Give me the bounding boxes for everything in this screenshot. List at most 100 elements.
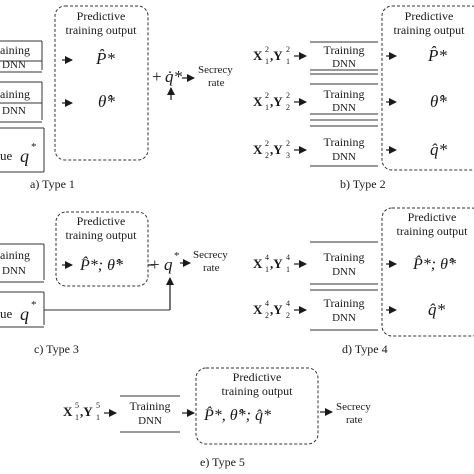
type1-predictive-box: [54, 5, 149, 161]
svg-text:,Y: ,Y: [80, 404, 93, 419]
type1-panel: Predictive training output aining DNN ai…: [0, 5, 233, 191]
type2-output-q: q̂*: [430, 140, 448, 159]
type2-predictive-subtitle: training output: [394, 23, 466, 37]
svg-text:2: 2: [265, 139, 269, 148]
type3-q-star: q: [20, 304, 29, 324]
type3-predictive-title: Predictive: [77, 214, 126, 228]
type1-output-p: P̂*: [95, 49, 115, 68]
type5-secrecy-label: Secrecy: [336, 401, 371, 413]
type1-caption: a) Type 1: [30, 177, 75, 191]
svg-text:X: X: [253, 94, 263, 109]
type5-caption: e) Type 5: [200, 455, 245, 469]
type5-predictive-title: Predictive: [233, 370, 282, 384]
type1-q-hat-star: q̇*: [165, 67, 183, 86]
type3-training-label: aining: [0, 248, 30, 262]
svg-text:X: X: [253, 142, 263, 157]
type2-dnn2-label: DNN: [332, 102, 356, 114]
type4-predictive-box: [381, 207, 474, 337]
svg-text:1: 1: [265, 103, 269, 112]
type5-panel: Predictive training output X 5 1 ,Y 5 1 …: [63, 367, 371, 469]
type4-input-1: X 4 1 ,Y 4 1: [253, 253, 290, 274]
type3-plus: +: [150, 255, 160, 274]
type5-input: X 5 1 ,Y 5 1: [63, 401, 100, 422]
type5-rate-label: rate: [346, 414, 363, 426]
type2-output-p: P̂*: [427, 46, 447, 65]
svg-text:X: X: [253, 48, 263, 63]
svg-text:2: 2: [265, 311, 269, 320]
type4-input-2: X 4 2 ,Y 4 2: [253, 299, 290, 320]
type1-q-star: q: [20, 146, 29, 166]
type1-predictive-title: Predictive: [77, 9, 126, 23]
type4-training2-label: Training: [324, 296, 365, 310]
svg-text:2: 2: [286, 45, 290, 54]
svg-text:1: 1: [265, 265, 269, 274]
svg-text:2: 2: [286, 103, 290, 112]
svg-text:,Y: ,Y: [270, 142, 283, 157]
svg-text:4: 4: [265, 299, 269, 308]
svg-text:2: 2: [286, 139, 290, 148]
type4-dnn1-label: DNN: [332, 266, 356, 278]
svg-text:1: 1: [75, 413, 79, 422]
type5-output: P̂*, θ̂*; q̂*: [203, 405, 271, 424]
type3-rate-label: rate: [203, 262, 220, 274]
type2-panel: Predictive training output X 2 1 ,Y 2 1 …: [253, 5, 474, 191]
type4-output-q: q̂*: [428, 300, 446, 319]
svg-text:3: 3: [286, 151, 290, 160]
svg-text:2: 2: [286, 311, 290, 320]
type2-predictive-box: [381, 5, 474, 171]
svg-text:2: 2: [286, 91, 290, 100]
type3-ue-label: ue: [0, 306, 13, 321]
svg-text:4: 4: [286, 299, 290, 308]
type5-training-label: Training: [130, 399, 171, 413]
type3-predictive-box: [55, 211, 149, 287]
type1-output-theta: θ̂*: [98, 92, 115, 111]
type3-q-star-sup: *: [31, 299, 37, 311]
svg-text:,Y: ,Y: [270, 302, 283, 317]
type4-training1-label: Training: [324, 250, 365, 264]
type3-predictive-subtitle: training output: [66, 228, 138, 242]
type2-output-theta: θ̂*: [430, 92, 447, 111]
svg-text:,Y: ,Y: [270, 94, 283, 109]
type3-output: P̂*; θ̂*: [79, 255, 123, 274]
type4-output-p-theta: P̂*; θ̂*: [412, 254, 456, 273]
type1-training1-label: aining: [0, 43, 30, 57]
svg-text:1: 1: [265, 57, 269, 66]
svg-text:1: 1: [286, 265, 290, 274]
type3-panel: Predictive training output aining DNN ue…: [0, 211, 228, 356]
svg-text:X: X: [253, 256, 263, 271]
type2-training3-label: Training: [324, 135, 365, 149]
type1-dnn1-label: DNN: [2, 59, 26, 71]
svg-text:4: 4: [265, 253, 269, 262]
svg-text:1: 1: [96, 413, 100, 422]
svg-text:2: 2: [265, 91, 269, 100]
type5-predictive-box: [195, 367, 319, 445]
type1-predictive-subtitle: training output: [66, 23, 138, 37]
type4-predictive-title: Predictive: [408, 210, 457, 224]
type2-dnn1-label: DNN: [332, 58, 356, 70]
type4-caption: d) Type 4: [342, 342, 388, 356]
type2-dnn3-label: DNN: [332, 151, 356, 163]
type1-training2-label: aining: [0, 87, 30, 101]
type2-input-1: X 2 1 ,Y 2 1: [253, 45, 290, 66]
svg-text:5: 5: [75, 401, 79, 410]
type3-q-star-mid-sup: *: [174, 250, 180, 262]
svg-text:,Y: ,Y: [270, 256, 283, 271]
type1-secrecy-label: Secrecy: [198, 64, 233, 76]
type1-plus: +: [152, 67, 162, 86]
type1-ue-label: ue: [0, 148, 13, 163]
type1-rate-label: rate: [208, 77, 225, 89]
type2-input-2: X 2 1 ,Y 2 2: [253, 91, 290, 112]
type4-predictive-subtitle: training output: [397, 224, 469, 238]
svg-text:2: 2: [265, 45, 269, 54]
svg-text:X: X: [253, 302, 263, 317]
type1-dnn2-label: DNN: [2, 105, 26, 117]
type5-dnn-label: DNN: [138, 415, 162, 427]
type4-dnn2-label: DNN: [332, 312, 356, 324]
svg-text:4: 4: [286, 253, 290, 262]
svg-text:5: 5: [96, 401, 100, 410]
svg-text:2: 2: [265, 151, 269, 160]
type3-q-star-mid: q: [164, 255, 173, 274]
type2-input-3: X 2 2 ,Y 2 3: [253, 139, 290, 160]
type2-caption: b) Type 2: [340, 177, 386, 191]
